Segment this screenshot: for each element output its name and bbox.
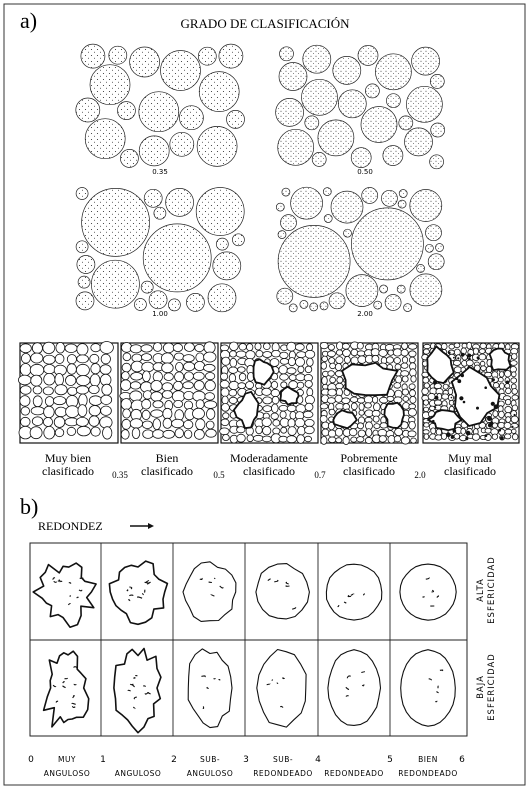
svg-text:MUY: MUY [58, 755, 76, 764]
strip-label-bien: Bien clasificado [141, 451, 193, 478]
svg-text:SUB-: SUB- [273, 755, 293, 764]
svg-text:clasificado: clasificado [141, 464, 193, 478]
svg-text:ANGULOSO: ANGULOSO [115, 769, 162, 778]
svg-text:BAJA: BAJA [476, 675, 486, 699]
strip-label-muy-mal: Muy mal clasificado [444, 451, 496, 478]
strip-label-moderadamente: Moderadamente clasificado [230, 451, 308, 478]
sorting-grid-illustrations [76, 44, 445, 312]
svg-text:REDONDEADO: REDONDEADO [324, 769, 384, 778]
row-label-alta-esfericidad: ALTA ESFERICIDAD [476, 556, 497, 624]
panel-b-label: b) [20, 494, 38, 519]
svg-text:clasificado: clasificado [343, 464, 395, 478]
scale-number-3: 3 [243, 755, 249, 765]
svg-text:ESFERICIDAD: ESFERICIDAD [487, 653, 497, 721]
svg-text:ESFERICIDAD: ESFERICIDAD [487, 556, 497, 624]
svg-text:ANGULOSO: ANGULOSO [44, 769, 91, 778]
column-label-bien-redondeado: BIEN REDONDEADO [398, 755, 458, 778]
scale-number-6: 6 [459, 755, 465, 765]
strip-label-pobremente: Pobremente clasificado [340, 451, 397, 478]
panel-a-title: GRADO DE CLASIFICACIÓN [180, 16, 350, 31]
svg-text:Muy bien: Muy bien [45, 451, 91, 465]
column-label-anguloso: ANGULOSO [115, 769, 162, 778]
grid-value-1.00: 1.00 [152, 310, 168, 318]
column-label-redondeado: REDONDEADO [324, 769, 384, 778]
strip-threshold-0.5: 0.5 [213, 470, 225, 480]
strip-threshold-0.35: 0.35 [112, 470, 128, 480]
svg-text:clasificado: clasificado [42, 464, 94, 478]
strip-threshold-0.7: 0.7 [314, 470, 326, 480]
column-label-muy-anguloso: MUY ANGULOSO [44, 755, 91, 778]
column-label-subanguloso: SUB- ANGULOSO [187, 755, 234, 778]
scale-number-5: 5 [387, 755, 393, 765]
svg-text:Bien: Bien [156, 451, 179, 465]
svg-text:SUB-: SUB- [200, 755, 220, 764]
svg-text:BIEN: BIEN [418, 755, 438, 764]
scale-number-0: 0 [28, 755, 34, 765]
roundness-sphericity-chart [30, 543, 467, 736]
scale-number-4: 4 [315, 755, 321, 765]
svg-text:Moderadamente: Moderadamente [230, 451, 308, 465]
row-label-baja-esfericidad: BAJA ESFERICIDAD [476, 653, 497, 721]
svg-text:Pobremente: Pobremente [340, 451, 397, 465]
svg-text:clasificado: clasificado [444, 464, 496, 478]
grid-value-0.50: 0.50 [357, 168, 373, 176]
svg-text:REDONDEADO: REDONDEADO [398, 769, 458, 778]
svg-text:ALTA: ALTA [476, 578, 486, 602]
redondez-arrow [130, 523, 154, 529]
svg-text:REDONDEADO: REDONDEADO [253, 769, 313, 778]
grid-value-0.35: 0.35 [152, 168, 168, 176]
strip-threshold-2.0: 2.0 [414, 470, 426, 480]
grid-value-2.00: 2.00 [357, 310, 373, 318]
svg-text:Muy mal: Muy mal [448, 451, 492, 465]
sorting-strip-illustrations [18, 342, 519, 445]
scale-number-2: 2 [171, 755, 177, 765]
scale-number-1: 1 [100, 755, 106, 765]
column-label-subredondeado: SUB- REDONDEADO [253, 755, 313, 778]
svg-text:clasificado: clasificado [243, 464, 295, 478]
svg-text:ANGULOSO: ANGULOSO [187, 769, 234, 778]
panel-a-label: a) [20, 8, 37, 33]
redondez-axis-label: REDONDEZ [38, 519, 103, 533]
strip-label-muy-bien: Muy bien clasificado [42, 451, 94, 478]
